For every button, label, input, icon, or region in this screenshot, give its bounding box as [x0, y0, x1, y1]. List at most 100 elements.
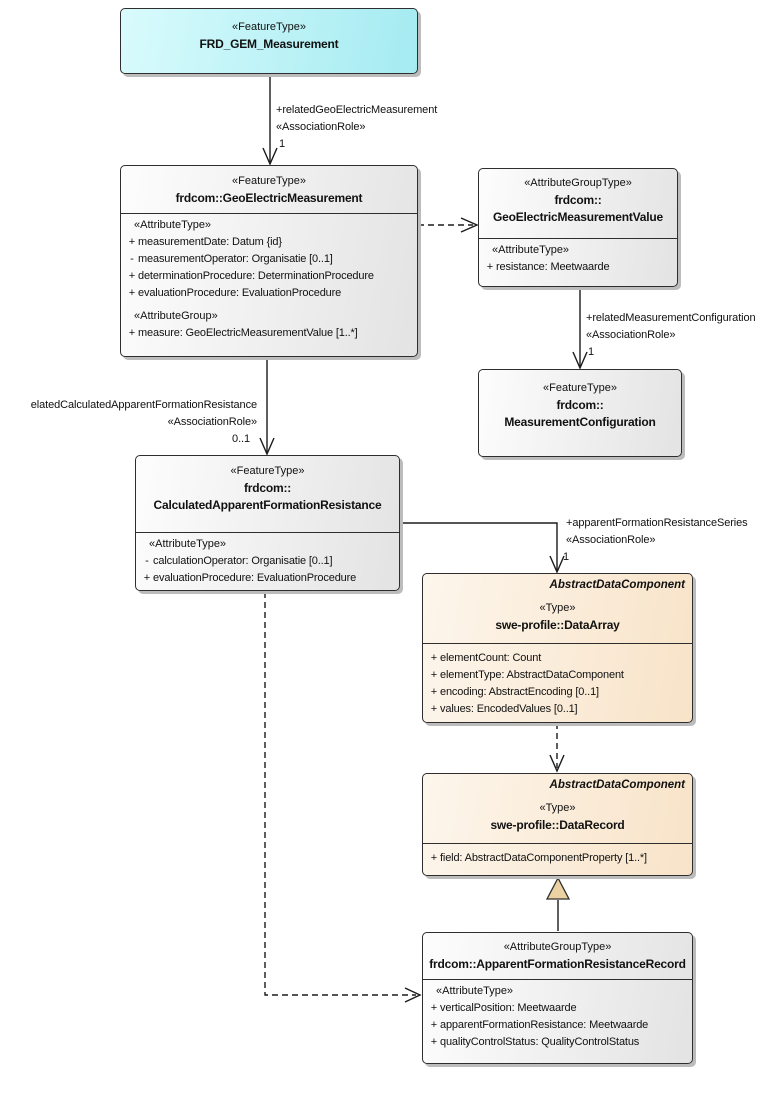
association-role-stereotype: «AssociationRole»	[276, 121, 366, 133]
class-name: swe-profile::DataArray	[495, 618, 620, 632]
attribute-row: + resistance: Meetwaarde	[479, 259, 677, 276]
class-namespace: frdcom::	[556, 398, 604, 412]
attribute-row: + elementType: AbstractDataComponent	[423, 667, 692, 684]
class-calculatedapparentformationresistance[interactable]: «FeatureType» frdcom:: CalculatedApparen…	[135, 455, 400, 591]
class-name: CalculatedApparentFormationResistance	[153, 498, 382, 512]
attribute-text: elementCount: Count	[440, 652, 542, 664]
open-arrowhead-icon	[549, 754, 565, 773]
class-geoelectricmeasurement[interactable]: «FeatureType» frdcom::GeoElectricMeasure…	[120, 165, 418, 357]
class-datarecord[interactable]: AbstractDataComponent «Type» swe-profile…	[422, 773, 693, 876]
visibility-marker: -	[145, 555, 149, 567]
visibility-marker: +	[143, 572, 151, 584]
attribute-row: + evaluationProcedure: EvaluationProcedu…	[121, 285, 417, 302]
visibility-marker: +	[486, 261, 494, 273]
role-label-relatedcalculatedapparentformationresistance: elatedCalculatedApparentFormationResista…	[30, 399, 257, 411]
stereotype-label: «AttributeGroupType»	[503, 941, 612, 953]
attribute-text: determinationProcedure: DeterminationPro…	[138, 270, 374, 282]
visibility-marker: +	[430, 686, 438, 698]
attribute-text: field: AbstractDataComponentProperty [1.…	[440, 852, 647, 864]
stereotype-label: «FeatureType»	[232, 21, 306, 33]
visibility-marker: +	[430, 1002, 438, 1014]
association-role-stereotype: «AssociationRole»	[566, 534, 656, 546]
class-frd-gem-measurement[interactable]: «FeatureType» FRD_GEM_Measurement	[120, 8, 418, 74]
visibility-marker: +	[430, 703, 438, 715]
attribute-row: + apparentFormationResistance: Meetwaard…	[423, 1017, 692, 1034]
association-role-stereotype: «AssociationRole»	[586, 329, 676, 341]
attribute-text: calculationOperator: Organisatie [0..1]	[153, 555, 333, 567]
multiplicity-label: 1	[563, 551, 570, 563]
open-arrowhead-icon	[259, 437, 275, 456]
section-header: «AttributeType»	[134, 219, 212, 231]
attribute-row: + evaluationProcedure: EvaluationProcedu…	[136, 570, 399, 587]
attribute-text: measurementDate: Datum {id}	[138, 236, 282, 248]
attribute-text: resistance: Meetwaarde	[496, 261, 610, 273]
attribute-row: + values: EncodedValues [0..1]	[423, 701, 692, 718]
attribute-text: encoding: AbstractEncoding [0..1]	[440, 686, 599, 698]
visibility-marker: +	[128, 287, 136, 299]
section-header: «AttributeGroup»	[134, 310, 218, 322]
open-arrowhead-icon	[572, 351, 588, 370]
attribute-row: + elementCount: Count	[423, 650, 692, 667]
stereotype-label: «FeatureType»	[232, 175, 306, 187]
attribute-text: values: EncodedValues [0..1]	[440, 703, 578, 715]
class-name: FRD_GEM_Measurement	[199, 37, 339, 51]
role-label-relatedmeasurementconfiguration: +relatedMeasurementConfiguration	[586, 312, 756, 324]
association-role-stereotype: «AssociationRole»	[167, 416, 258, 428]
open-arrowhead-icon	[460, 217, 479, 233]
multiplicity-label: 1	[588, 346, 595, 358]
class-dataarray[interactable]: AbstractDataComponent «Type» swe-profile…	[422, 573, 693, 723]
parent-class-label: AbstractDataComponent	[549, 779, 685, 791]
visibility-marker: +	[430, 1019, 438, 1031]
class-namespace: frdcom::	[554, 193, 602, 207]
visibility-marker: +	[128, 327, 136, 339]
open-arrowhead-icon	[262, 147, 278, 166]
attribute-row: + determinationProcedure: DeterminationP…	[121, 268, 417, 285]
visibility-marker: +	[430, 652, 438, 664]
visibility-marker: +	[128, 236, 136, 248]
section-header: «AttributeType»	[149, 538, 227, 550]
role-label-apparentformationresistanceseries: +apparentFormationResistanceSeries	[566, 517, 748, 529]
class-name: MeasurementConfiguration	[504, 415, 656, 429]
stereotype-label: «AttributeGroupType»	[524, 177, 632, 189]
visibility-marker: +	[430, 852, 438, 864]
visibility-marker: +	[430, 669, 438, 681]
dep-cafr-to-afrr	[264, 592, 416, 996]
stereotype-label: «FeatureType»	[543, 382, 617, 394]
attribute-row: + encoding: AbstractEncoding [0..1]	[423, 684, 692, 701]
section-header: «AttributeType»	[436, 985, 514, 997]
role-label-relatedgeoelectricmeasurement: +relatedGeoElectricMeasurement	[276, 104, 438, 116]
attribute-row: - measurementOperator: Organisatie [0..1…	[121, 251, 417, 268]
attribute-row: - calculationOperator: Organisatie [0..1…	[136, 553, 399, 570]
visibility-marker: +	[430, 1036, 438, 1048]
attribute-row: + qualityControlStatus: QualityControlSt…	[423, 1034, 692, 1051]
attribute-text: evaluationProcedure: EvaluationProcedure	[138, 287, 342, 299]
stereotype-label: «FeatureType»	[230, 465, 305, 477]
assoc-cafr-to-dataarray	[400, 522, 558, 570]
open-arrowhead-icon	[549, 555, 565, 574]
class-name: GeoElectricMeasurementValue	[492, 210, 663, 224]
attribute-row: + measurementDate: Datum {id}	[121, 234, 417, 251]
attribute-text: evaluationProcedure: EvaluationProcedure	[153, 572, 357, 584]
class-measurementconfiguration[interactable]: «FeatureType» frdcom:: MeasurementConfig…	[478, 369, 682, 457]
visibility-marker: +	[128, 270, 136, 282]
attribute-text: elementType: AbstractDataComponent	[440, 669, 624, 681]
attribute-row: + verticalPosition: Meetwaarde	[423, 1000, 692, 1017]
attribute-text: apparentFormationResistance: Meetwaarde	[440, 1019, 649, 1031]
class-name: frdcom::GeoElectricMeasurement	[175, 191, 363, 205]
parent-class-label: AbstractDataComponent	[549, 579, 685, 591]
open-arrowhead-icon	[404, 987, 422, 1003]
stereotype-label: «Type»	[539, 802, 576, 814]
attribute-row: + measure: GeoElectricMeasurementValue […	[121, 325, 417, 342]
generalization-triangle-icon	[545, 876, 571, 900]
multiplicity-label: 1	[279, 138, 286, 150]
class-name: frdcom::ApparentFormationResistanceRecor…	[429, 957, 686, 971]
section-header: «AttributeType»	[492, 244, 570, 256]
class-apparentformationresistancerecord[interactable]: «AttributeGroupType» frdcom::ApparentFor…	[422, 932, 693, 1064]
multiplicity-label: 0..1	[232, 433, 250, 445]
attribute-text: measure: GeoElectricMeasurementValue [1.…	[138, 327, 358, 339]
stereotype-label: «Type»	[539, 602, 576, 614]
visibility-marker: -	[130, 253, 134, 265]
class-namespace: frdcom::	[243, 481, 292, 495]
class-geoelectricmeasurementvalue[interactable]: «AttributeGroupType» frdcom:: GeoElectri…	[478, 168, 678, 287]
